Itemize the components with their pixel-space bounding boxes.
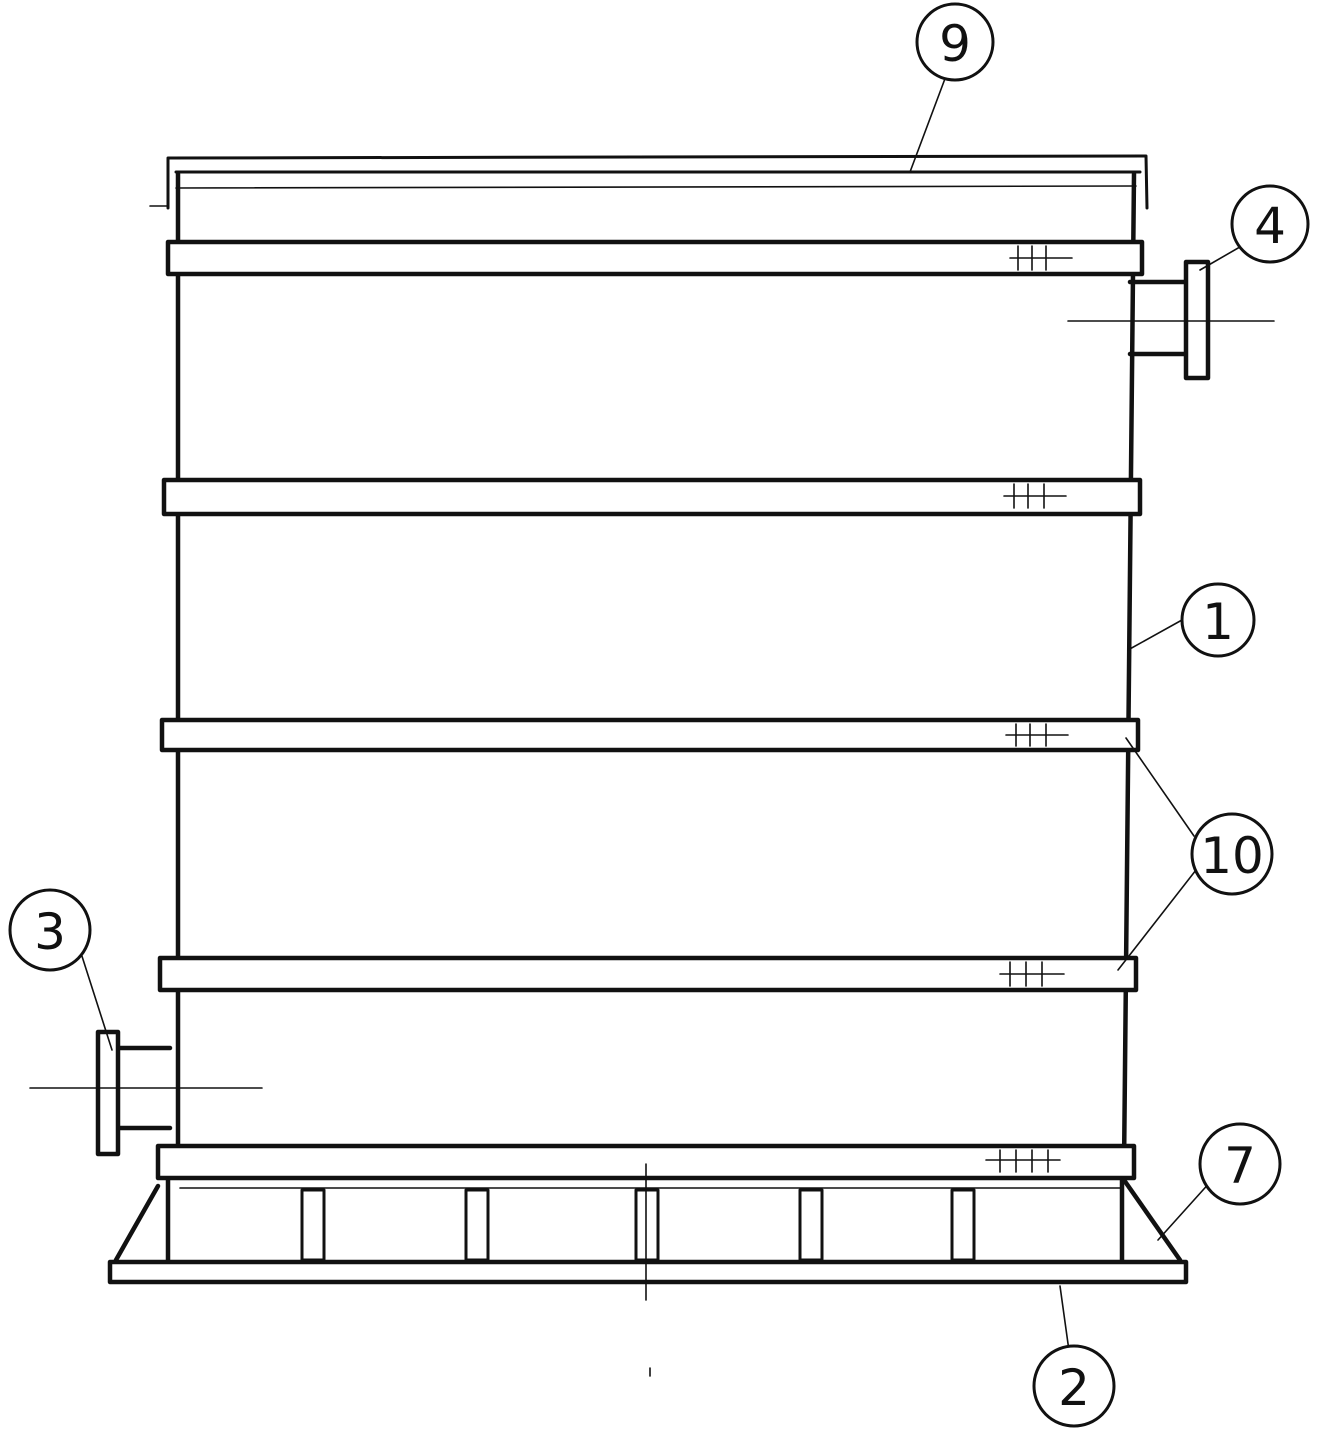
hoop-ring-3 (159, 717, 1141, 753)
callout-1: 1 (1180, 582, 1256, 658)
hoop-ring-2 (161, 477, 1143, 517)
callout-7-label: 7 (1224, 1137, 1256, 1195)
inlet-nozzle (29, 1029, 263, 1157)
callout-2-label: 2 (1058, 1359, 1090, 1417)
callout-7: 7 (1198, 1122, 1282, 1206)
base-support (107, 1163, 1189, 1377)
callout-3-label: 3 (34, 903, 66, 961)
tank-body (175, 171, 1137, 1171)
callout-3: 3 (8, 888, 92, 972)
callout-4-label: 4 (1254, 197, 1286, 255)
outlet-nozzle (1067, 259, 1275, 381)
callout-4: 4 (1230, 184, 1310, 264)
callout-9-label: 9 (939, 15, 971, 73)
callout-10-label: 10 (1200, 827, 1264, 885)
callout-9: 9 (915, 2, 995, 82)
hoop-ring-1 (165, 239, 1145, 277)
callout-1-label: 1 (1202, 593, 1234, 651)
hoop-ring-4 (157, 955, 1139, 993)
callout-10: 10 (1190, 812, 1274, 896)
callout-2: 2 (1032, 1344, 1116, 1428)
top-cover (149, 154, 1149, 210)
